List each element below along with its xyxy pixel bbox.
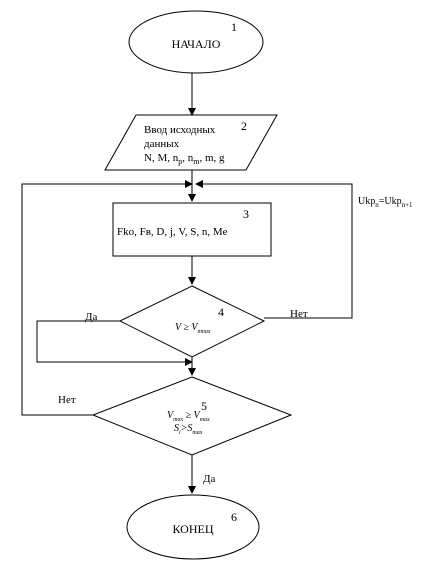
input-line1: Ввод исходных [144, 124, 216, 136]
loop-no-path-5 [21, 180, 193, 416]
decision4-block: V ≥ Vnmax 4 Да Нет [85, 285, 308, 358]
input-block: Ввод исходных данных N, M, np, nm, m, g … [104, 114, 278, 171]
decision5-number: 5 [201, 399, 207, 413]
compute-label: Fko, Fв, D, j, V, S, n, Me [117, 226, 228, 238]
compute-block: Fko, Fв, D, j, V, S, n, Me 3 [112, 202, 272, 257]
start-label: НАЧАЛО [172, 37, 221, 51]
end-number: 6 [231, 510, 237, 524]
decision4-yes-label: Да [85, 311, 98, 323]
loop-no-path-4 [195, 180, 353, 319]
start-block: НАЧАЛО 1 [128, 10, 264, 74]
loop-update-label: Ukpn=Ukpn+1 [358, 196, 413, 209]
input-number: 2 [241, 119, 247, 133]
decision5-block: Vmax ≥ Vmax Si>Smax 5 Нет Да [58, 376, 293, 485]
decision4-number: 4 [218, 305, 224, 319]
decision5-no-label: Нет [58, 394, 76, 406]
end-block: КОНЕЦ 6 [126, 494, 260, 560]
start-number: 1 [231, 20, 237, 34]
decision4-no-label: Нет [290, 308, 308, 320]
compute-number: 3 [243, 207, 249, 221]
input-line3: N, M, np, nm, m, g [144, 152, 225, 166]
end-label: КОНЕЦ [172, 522, 213, 536]
decision5-yes-label: Да [203, 473, 216, 485]
connectors [21, 72, 353, 494]
input-line2: данных [144, 138, 180, 150]
loop-yes-path [36, 320, 193, 366]
